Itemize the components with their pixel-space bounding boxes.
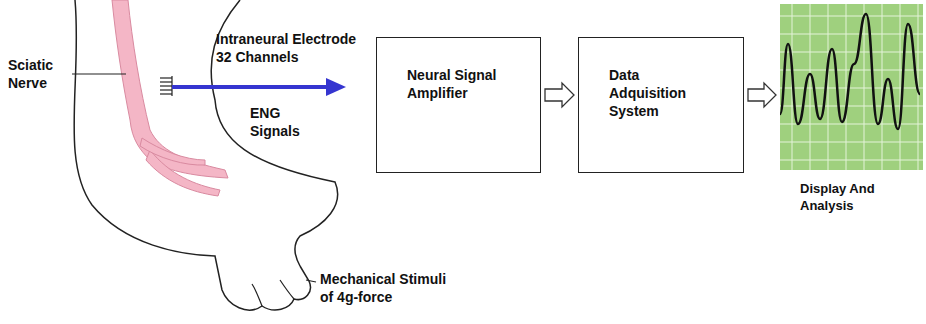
nerve-branch	[140, 138, 205, 165]
box-text: Data Adquisition System	[609, 66, 705, 120]
annotation-label: Mechanical Stimuli of 4g-force	[320, 270, 460, 306]
eng-signal-arrowhead	[326, 78, 346, 96]
flow-arrow	[748, 83, 776, 107]
process-box: Neural Signal Amplifier	[376, 37, 541, 173]
annotation-label: Intraneural Electrode 32 Channels	[216, 30, 366, 66]
flow-arrow	[545, 83, 574, 107]
process-box: Data Adquisition System	[578, 37, 744, 173]
box-text: Neural Signal Amplifier	[407, 66, 503, 102]
leader-line	[306, 280, 316, 282]
toe-lines	[252, 280, 294, 306]
display-caption: Display And Analysis	[800, 180, 900, 214]
waveform	[780, 4, 923, 170]
display-screen: Display And Analysis	[780, 4, 923, 170]
annotation-label: ENG Signals	[250, 104, 310, 140]
electrode	[160, 76, 172, 96]
eng-signal-arrow	[172, 85, 328, 89]
annotation-label: Sciatic Nerve	[8, 56, 72, 92]
leader-line	[72, 73, 126, 74]
